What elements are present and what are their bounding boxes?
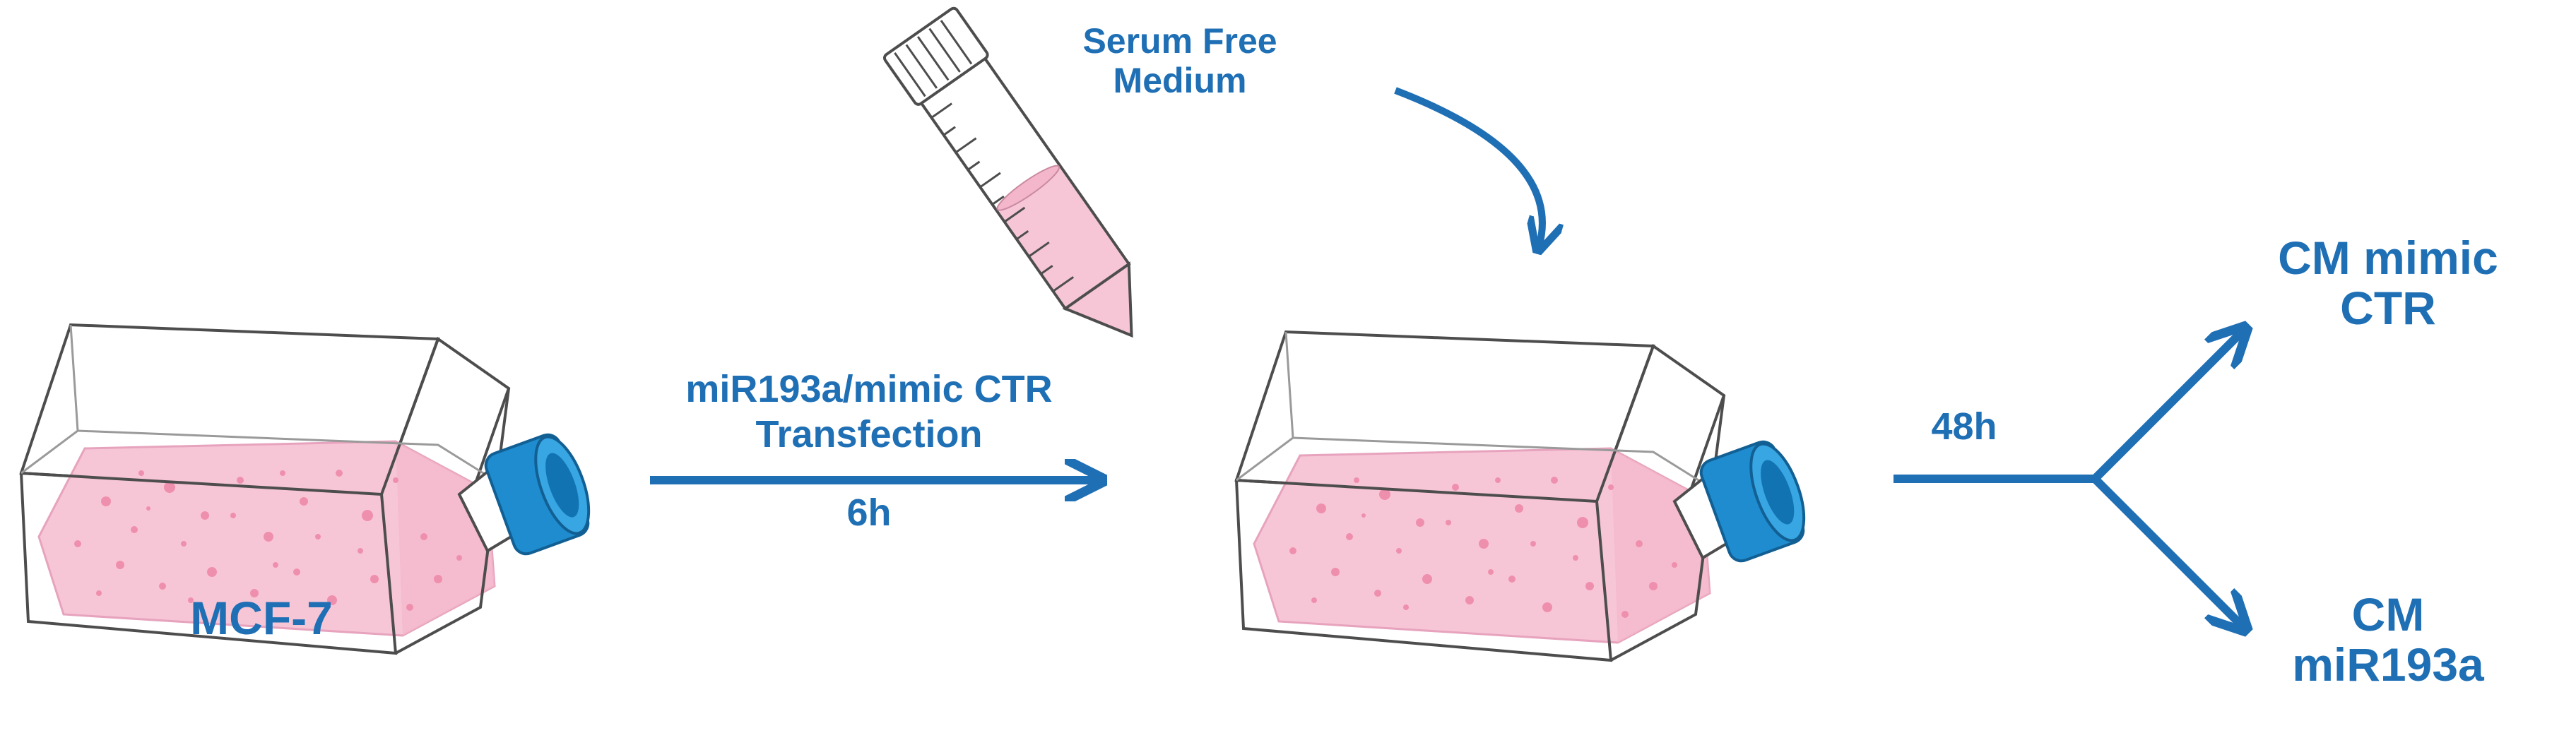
cell-line-text: MCF-7 — [190, 592, 333, 644]
transfection-time: 6h — [846, 491, 892, 535]
incubation-time-text: 48h — [1931, 405, 1997, 448]
medium-addition-arrow — [1394, 87, 1542, 247]
output-ctr-line1: CM mimic — [2278, 232, 2498, 284]
incubation-time-label: 48h — [1908, 405, 2021, 448]
output-mir-label: CM miR193a — [2261, 588, 2515, 691]
branch-arrow-mir — [2091, 475, 2243, 627]
output-mir-line2: miR193a — [2292, 638, 2484, 691]
transfection-label: miR193a/mimic CTR Transfection 6h — [615, 367, 1123, 536]
transfection-line2: Transfection — [755, 412, 983, 455]
transfection-line1: miR193a/mimic CTR — [685, 368, 1053, 410]
serum-free-medium-label: Serum Free Medium — [1017, 21, 1342, 100]
branch-arrow-ctr — [2091, 330, 2243, 482]
output-mir-line1: CM — [2351, 588, 2425, 640]
output-ctr-line2: CTR — [2340, 282, 2436, 335]
culture-flask-icon — [1235, 330, 1817, 662]
cell-line-label: MCF-7 — [155, 592, 367, 644]
medium-line2: Medium — [1113, 61, 1247, 100]
centrifuge-tube-icon — [882, 6, 1133, 338]
output-ctr-label: CM mimic CTR — [2218, 232, 2558, 335]
medium-line1: Serum Free — [1082, 21, 1277, 61]
